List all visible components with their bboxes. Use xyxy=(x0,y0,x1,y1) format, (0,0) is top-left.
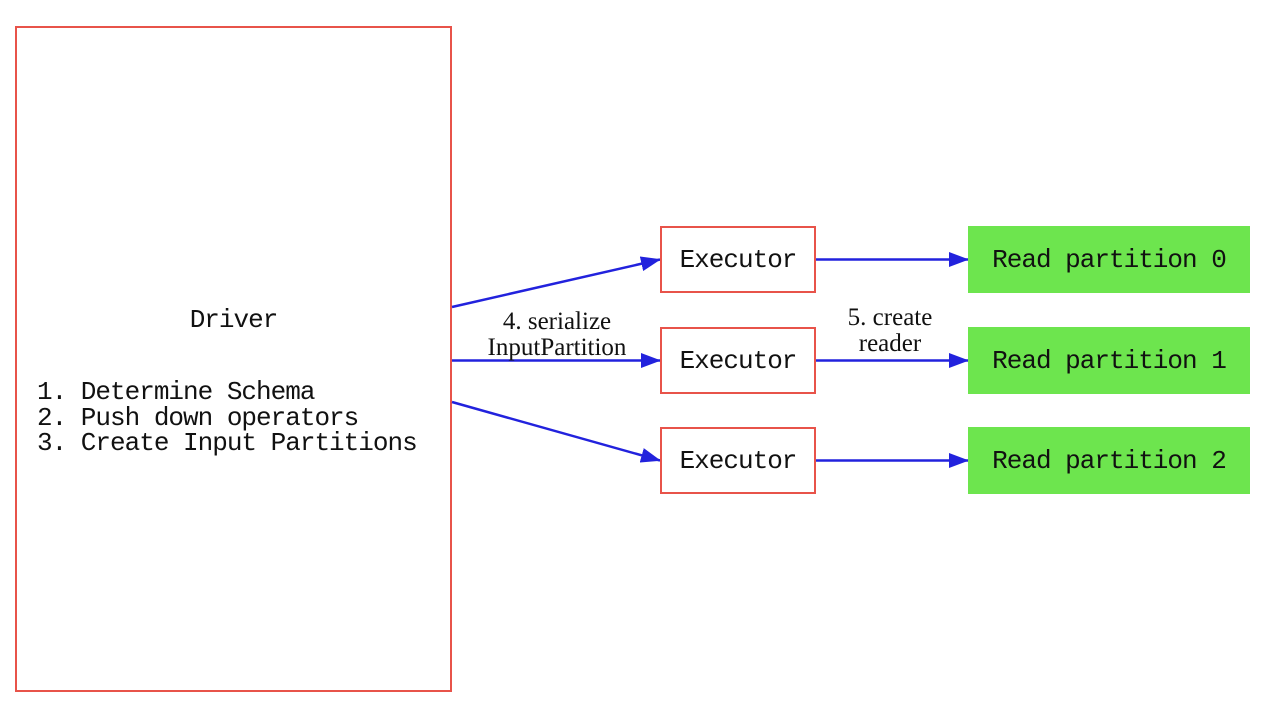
partition-box-1: Read partition 1 xyxy=(968,327,1250,394)
edge-label-serialize-inputpartition: 4. serialize InputPartition xyxy=(447,309,667,361)
partition-box-2: Read partition 2 xyxy=(968,427,1250,494)
executor-label: Executor xyxy=(679,445,798,476)
arrow-driver-to-executor-2 xyxy=(451,400,661,463)
partition-label: Read partition 2 xyxy=(992,445,1227,476)
executor-box-0: Executor xyxy=(660,226,816,293)
executor-box-1: Executor xyxy=(660,327,816,394)
driver-step-create-input-partitions: 3. Create Input Partitions xyxy=(37,428,418,459)
edge-label-create-reader: 5. create reader xyxy=(800,305,980,357)
executor-label: Executor xyxy=(679,244,798,275)
partition-label: Read partition 0 xyxy=(992,244,1227,275)
edge-label-line: InputPartition xyxy=(487,334,627,361)
edge-label-line: 4. serialize xyxy=(502,308,612,335)
partition-label: Read partition 1 xyxy=(992,345,1227,376)
driver-title: Driver xyxy=(189,305,279,335)
driver-step-push-down-operators: 2. Push down operators xyxy=(37,402,359,433)
executor-box-2: Executor xyxy=(660,427,816,494)
edge-label-line: reader xyxy=(858,330,922,357)
driver-step-determine-schema: 1. Determine Schema xyxy=(37,377,315,407)
arrow-driver-to-executor-0 xyxy=(451,256,661,309)
driver-steps: 1. Determine Schema 2. Push down operato… xyxy=(37,377,452,459)
executor-label: Executor xyxy=(679,345,798,376)
partition-box-0: Read partition 0 xyxy=(968,226,1250,293)
driver-box: Driver 1. Determine Schema 2. Push down … xyxy=(15,26,452,692)
edge-label-line: 5. create xyxy=(847,304,933,331)
